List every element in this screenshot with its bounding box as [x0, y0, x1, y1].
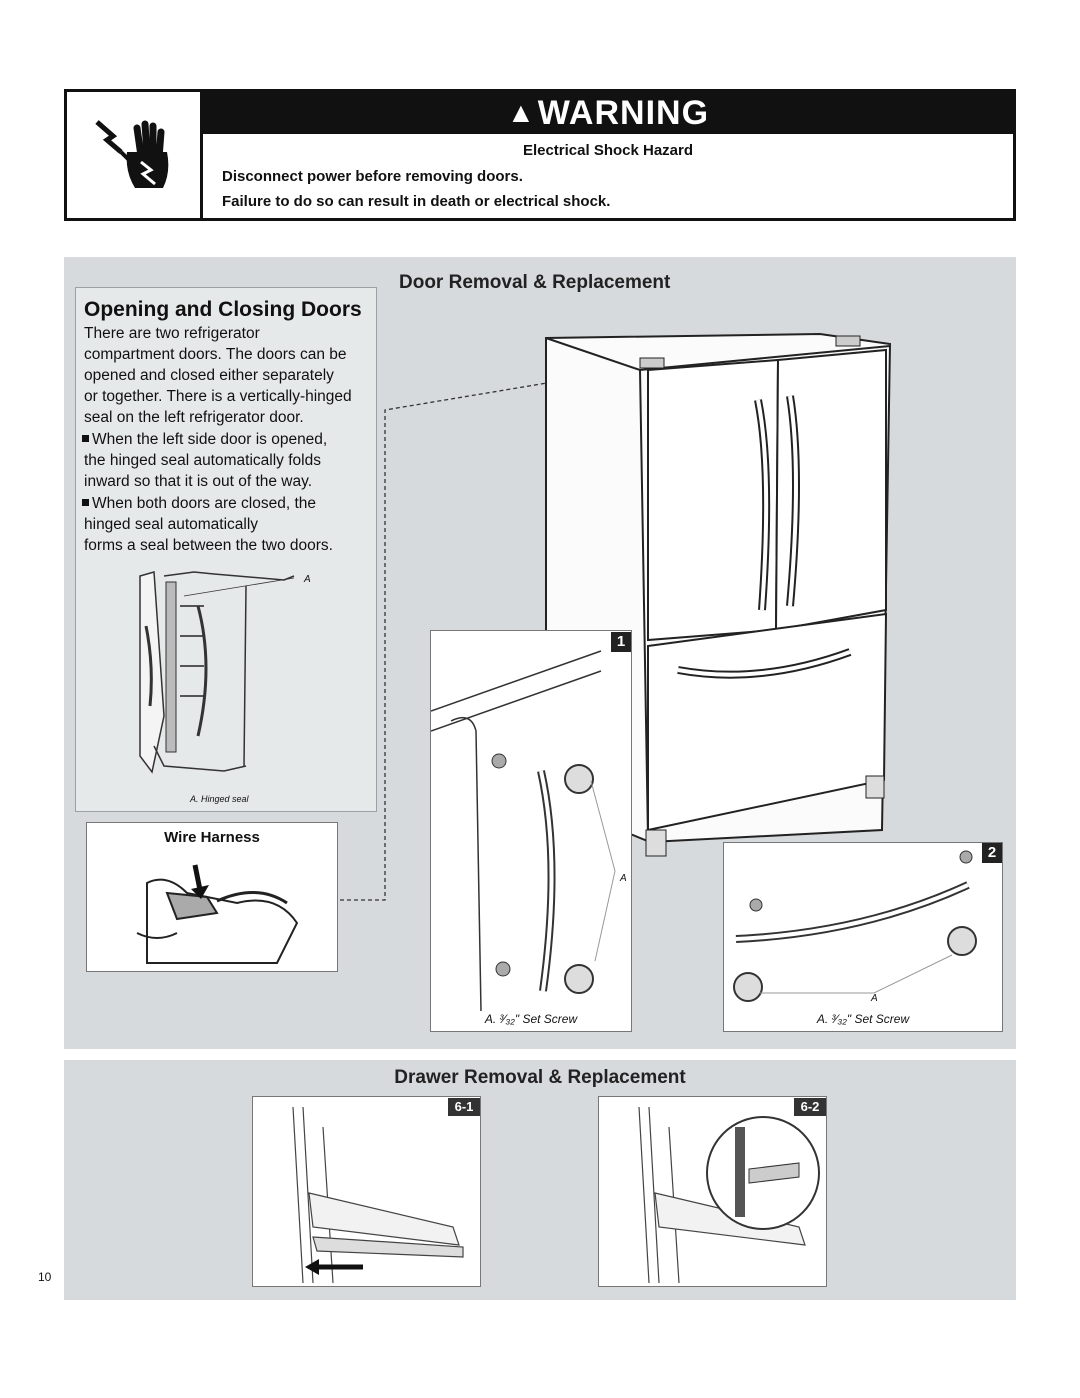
figure-6-1-box	[252, 1096, 481, 1287]
drawer-section-title: Drawer Removal & Replacement	[394, 1067, 686, 1088]
seal-caption: A. Hinged seal	[190, 794, 249, 804]
opening-text-line: There are two refrigerator	[84, 325, 260, 342]
bullet-item: When the left side door is opened,	[82, 429, 327, 450]
wire-harness-title: Wire Harness	[164, 829, 260, 846]
wire-harness-box	[86, 822, 338, 972]
figure-2-box	[723, 842, 1003, 1032]
opening-text-line: seal on the left refrigerator door.	[84, 409, 304, 426]
opening-text-line: or together. There is a vertically-hinge…	[84, 388, 352, 405]
seal-label-a: A	[304, 574, 311, 585]
opening-text-line: compartment doors. The doors can be	[84, 346, 347, 363]
page-number: 10	[38, 1270, 52, 1284]
warning-line-2: Failure to do so can result in death or …	[222, 193, 611, 210]
hinged-seal-illustration	[124, 566, 324, 796]
opening-closing-box	[75, 287, 377, 812]
opening-closing-title: Opening and Closing Doors	[84, 298, 362, 321]
warning-header: ▲WARNING	[203, 92, 1013, 134]
figure-2-caption: A. ³⁄₃₂" Set Screw	[816, 1012, 910, 1026]
refrigerator-illustration	[540, 330, 900, 860]
opening-text-line: When both doors are closed, the	[92, 495, 317, 512]
figure-6-1-tag: 6-1	[448, 1098, 480, 1116]
figure-2-badge: 2	[982, 843, 1002, 863]
figure-1-caption: A. ³⁄₃₂" Set Screw	[484, 1012, 578, 1026]
door-section-title: Door Removal & Replacement	[399, 272, 671, 293]
warning-triangle-icon: ▲	[506, 97, 536, 128]
opening-text-line: forms a seal between the two doors.	[84, 537, 333, 554]
bullet-icon	[82, 499, 89, 506]
drawer-section-panel	[64, 1060, 1016, 1300]
opening-text-line: the hinged seal automatically folds	[84, 452, 321, 469]
opening-text-line: opened and closed either separately	[84, 367, 334, 384]
warning-header-text: WARNING	[537, 94, 710, 132]
shock-hazard-icon	[67, 92, 203, 218]
warning-line-1: Disconnect power before removing doors.	[222, 168, 523, 185]
figure-6-2-tag: 6-2	[794, 1098, 826, 1116]
figure-1-badge: 1	[611, 632, 631, 652]
opening-text-line: hinged seal automatically	[84, 516, 259, 533]
bullet-item: When both doors are closed, the	[82, 493, 316, 514]
fig1-label-a: A	[620, 873, 627, 884]
fig2-label-a: A	[871, 993, 878, 1004]
opening-text-line: When the left side door is opened,	[92, 431, 328, 448]
hazard-title: Electrical Shock Hazard	[522, 142, 694, 159]
warning-box: ▲WARNING Electrical Shock Hazard Disconn…	[64, 89, 1016, 221]
figure-6-2-box	[598, 1096, 827, 1287]
figure-1-box	[430, 630, 632, 1032]
opening-text-line: inward so that it is out of the way.	[84, 473, 313, 490]
bullet-icon	[82, 435, 89, 442]
